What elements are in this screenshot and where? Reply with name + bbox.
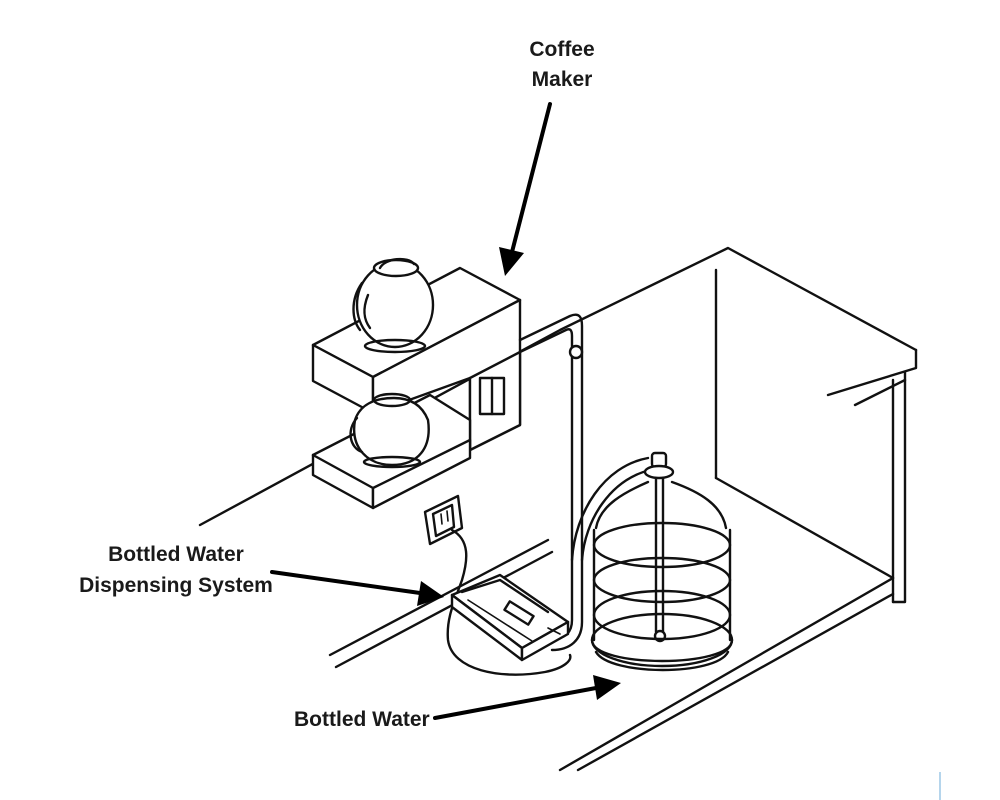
label-dispensing-system-line2: Dispensing System [79, 574, 273, 597]
arrow-bottled-water [433, 675, 621, 720]
label-bottled-water: Bottled Water [294, 708, 430, 731]
arrow-dispensing-system [270, 570, 444, 606]
counter [198, 246, 918, 772]
label-dispensing-system: Bottled Water Dispensing System [79, 543, 273, 597]
wall-outlet-icon [423, 494, 572, 676]
carafe-top-icon [352, 257, 435, 354]
label-coffee-maker-line2: Maker [532, 68, 593, 91]
label-dispensing-system-line1: Bottled Water [108, 543, 244, 566]
label-coffee-maker: Coffee Maker [529, 38, 594, 91]
carafe-bottom-icon [349, 392, 430, 469]
dispensing-pump [450, 573, 570, 662]
coffee-maker [311, 257, 522, 510]
water-bottle-icon [590, 451, 734, 672]
water-line [518, 313, 652, 652]
arrow-coffee-maker [499, 102, 552, 276]
label-coffee-maker-line1: Coffee [529, 38, 594, 61]
